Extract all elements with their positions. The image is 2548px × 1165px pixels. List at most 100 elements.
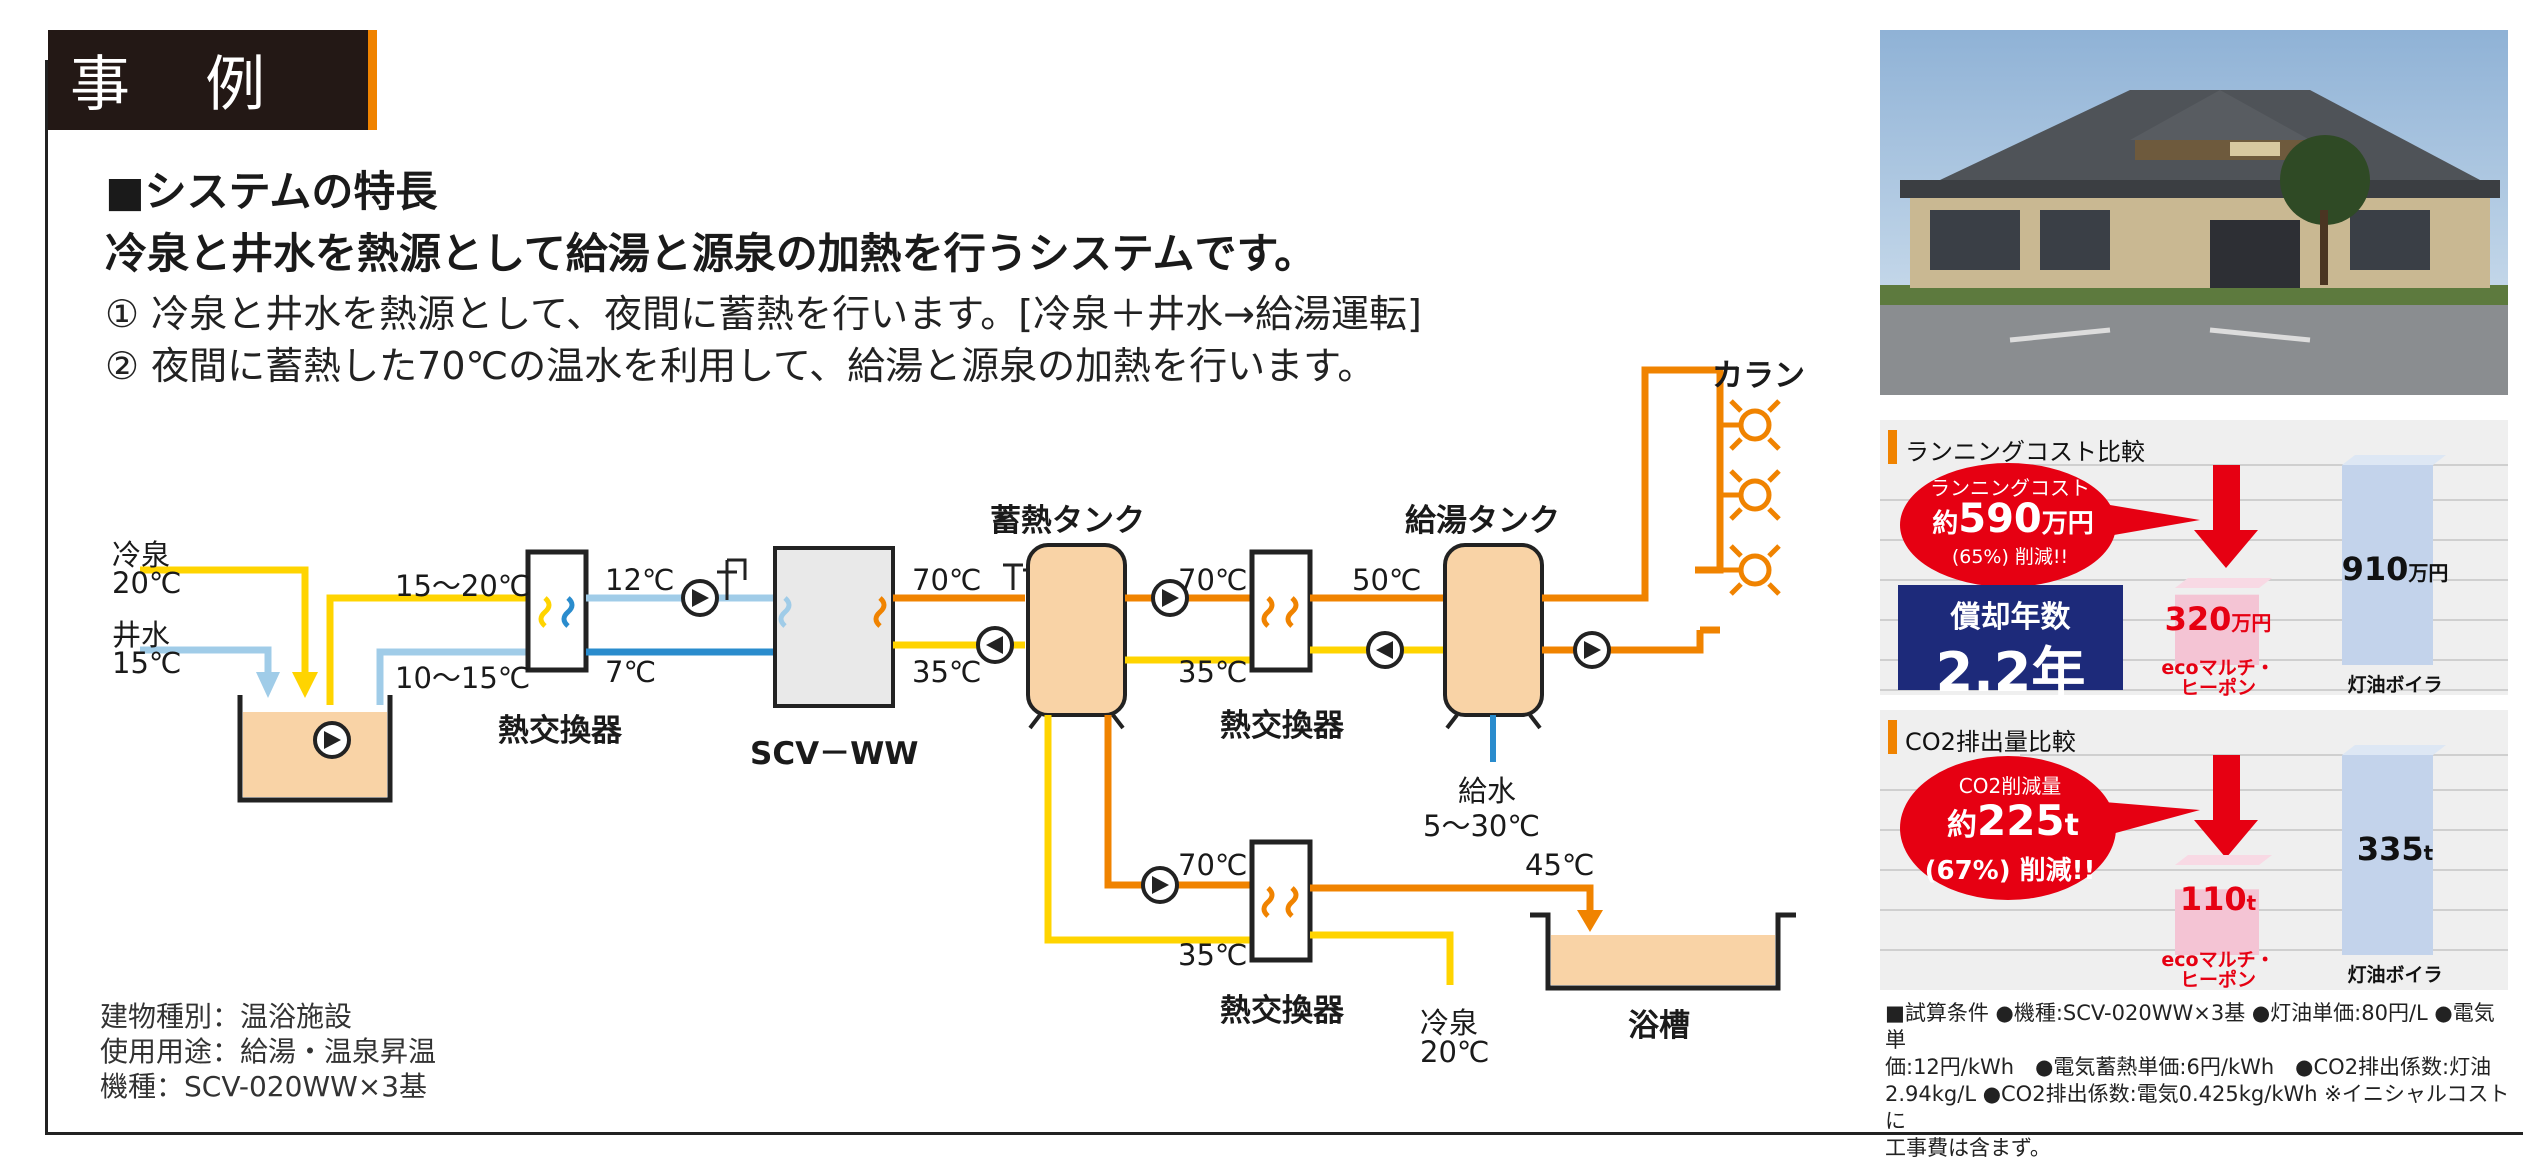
co2-boiler-value: 335: [2356, 830, 2424, 868]
hx2-coil-right: [1285, 596, 1299, 628]
label-hot-water-tank: 給湯タンク: [1405, 503, 1560, 539]
calculation-notes: ■試算条件 ●機種:SCV-020WW×3基 ●灯油単価:80円/L ●電気単 …: [1885, 1000, 2515, 1162]
hx3-to-bath-pipe: [1310, 884, 1594, 915]
running-cost-panel: ランニングコスト比較 ランニングコスト 約590万円 (65%) 削減!! 償却…: [1880, 420, 2508, 704]
scv-coil-source: [778, 596, 792, 628]
source-pit: [237, 695, 393, 803]
notes-line-2: 価:12円/kWh ●電気蓄熱単価:6円/kWh ●CO2排出係数:灯油: [1885, 1055, 2492, 1079]
label-storage-tank: 蓄熱タンク: [990, 503, 1145, 539]
heat-exchanger-2: [1249, 549, 1313, 673]
section-title-box: [48, 30, 377, 130]
cold-spring-inlet-arrow: [292, 672, 318, 698]
faucet-supply-pipe: [1542, 366, 1724, 602]
hx2-primary-pump-arrow-icon: [1162, 589, 1179, 607]
co2-boiler-label: 灯油ボイラ: [2347, 964, 2443, 986]
system-diagram: [140, 366, 1796, 991]
notes-line-1: ■試算条件 ●機種:SCV-020WW×3基 ●灯油単価:80円/L ●電気単: [1885, 1001, 2495, 1052]
co2-boiler-unit: t: [2423, 841, 2434, 865]
storage-tank-legs: [1028, 713, 1125, 730]
heat-exchanger-3: [1249, 839, 1313, 963]
hx1-coil-left: [538, 596, 552, 628]
hx3-coil-right: [1285, 886, 1299, 918]
label-temp-50: 50℃: [1352, 563, 1422, 597]
label-hx2: 熱交換器: [1220, 708, 1344, 744]
label-temp-35-hx3: 35℃: [1178, 938, 1248, 972]
label-well-water-inlet-temp: 15℃: [112, 646, 182, 680]
label-temp-12: 12℃: [605, 563, 675, 597]
storage-pump-arrow-icon: [986, 636, 1003, 654]
hot-water-tank: [1443, 543, 1544, 717]
bathtub: [1530, 912, 1796, 991]
co2-callout-value: 225: [1976, 796, 2065, 845]
hx3-coil-left: [1261, 886, 1275, 918]
label-cold-spring-outlet-temp: 20℃: [1420, 1035, 1490, 1069]
label-well-water-inlet: 井水: [112, 618, 171, 652]
co2-eco-value-label: 110t: [2148, 880, 2288, 918]
faucet-branches: [1720, 422, 1741, 573]
label-temp-35-scv: 35℃: [912, 655, 982, 689]
heat-exchanger-1: [525, 549, 589, 673]
payback-value: 2.2年: [1935, 641, 2086, 704]
label-temp-45: 45℃: [1525, 848, 1595, 882]
building-model: 機種：SCV-020WW×3基: [100, 1070, 428, 1103]
faucet-loop-pipe: [1542, 630, 1704, 654]
running-cost-eco-bar: [2175, 594, 2259, 665]
rc-boiler-label: 灯油ボイラ: [2347, 674, 2443, 696]
label-bathtub: 浴槽: [1628, 1008, 1690, 1044]
hx3-to-storage-return-pipe: [1044, 715, 1268, 944]
label-temp-70-hx3: 70℃: [1178, 848, 1248, 882]
hx1-coil-right: [561, 596, 575, 628]
co2-eco-value: 110: [2179, 880, 2247, 918]
rc-eco-label-2: ヒーポン: [2179, 677, 2256, 699]
label-cold-spring-inlet: 冷泉: [112, 538, 171, 572]
co2-callout-line3: (67%) 削減!!: [1924, 856, 2096, 886]
label-temp-70-hx2: 70℃: [1178, 563, 1248, 597]
hx1-return-pipe: [376, 648, 545, 705]
running-cost-chart: [1880, 455, 2508, 691]
features-heading: ■システムの特長: [105, 167, 438, 216]
rc-callout-line2: 約590万円: [1918, 496, 2108, 542]
rc-callout-line1: ランニングコスト: [1930, 476, 2090, 500]
label-temp-35-hx2: 35℃: [1178, 655, 1248, 689]
pit-pump-arrow-icon: [324, 731, 341, 749]
hot-water-tank-legs: [1445, 713, 1542, 730]
pit-to-hx1-pipe: [326, 594, 545, 705]
building-type: 建物種別：温浴施設: [100, 1000, 353, 1033]
section-title: 事 例: [70, 50, 294, 120]
co2-callout-unit: t: [2064, 808, 2079, 843]
frame-bottom-border: [45, 1132, 2523, 1135]
features-subtitle: 冷泉と井水を熱源として給湯と源泉の加熱を行うシステムです。: [105, 229, 1317, 278]
feature-item-2: ② 夜間に蓄熱した70℃の温水を利用して、給湯と源泉の加熱を行います。: [105, 344, 1376, 388]
building-use: 使用用途：給湯・温泉昇温: [100, 1035, 437, 1068]
hx2-coil-left: [1261, 596, 1275, 628]
feature-item-1: ① 冷泉と井水を熱源として、夜間に蓄熱を行います。[冷泉＋井水→給湯運転]: [105, 292, 1422, 336]
source-pit-water: [243, 712, 387, 797]
payback-box: [1898, 585, 2123, 690]
bath-inlet-arrow: [1577, 910, 1603, 932]
label-temp-70-scv: 70℃: [912, 563, 982, 597]
scv-ww-unit: [773, 546, 895, 708]
co2-title-marker: [1888, 720, 1897, 754]
label-temp-10-15: 10～15℃: [395, 661, 531, 695]
well-water-inlet-pipe: [140, 646, 272, 680]
well-water-inlet-arrow: [256, 672, 280, 698]
payback-label: 償却年数: [1950, 600, 2071, 635]
co2-boiler-bar: [2342, 755, 2433, 955]
running-cost-title-marker: [1888, 430, 1897, 464]
faucet-pump-arrow-icon: [1584, 641, 1601, 659]
co2-eco-label: ecoマルチ・ ヒーポン: [2158, 950, 2278, 990]
running-cost-reduction-arrow: [2194, 465, 2258, 568]
label-cold-spring-inlet-temp: 20℃: [112, 566, 182, 600]
scv-coil-output: [873, 596, 887, 628]
facility-photo: [1880, 30, 2508, 395]
rc-callout-value: 590: [1958, 496, 2042, 542]
rc-boiler-value: 910: [2341, 550, 2409, 588]
co2-eco-label-1: ecoマルチ・: [2161, 949, 2275, 971]
label-scv-ww: SCV－WW: [750, 736, 919, 772]
rc-eco-label-1: ecoマルチ・: [2161, 657, 2275, 679]
running-cost-title: ランニングコスト比較: [1905, 438, 2145, 466]
co2-reduction-arrow: [2194, 755, 2258, 858]
notes-line-3: 2.94kg/L ●CO2排出係数:電気0.425kg/kWh ※イニシャルコス…: [1885, 1082, 2510, 1133]
co2-boiler-value-label: 335t: [2325, 830, 2465, 868]
frame-left-border: [45, 60, 48, 1135]
